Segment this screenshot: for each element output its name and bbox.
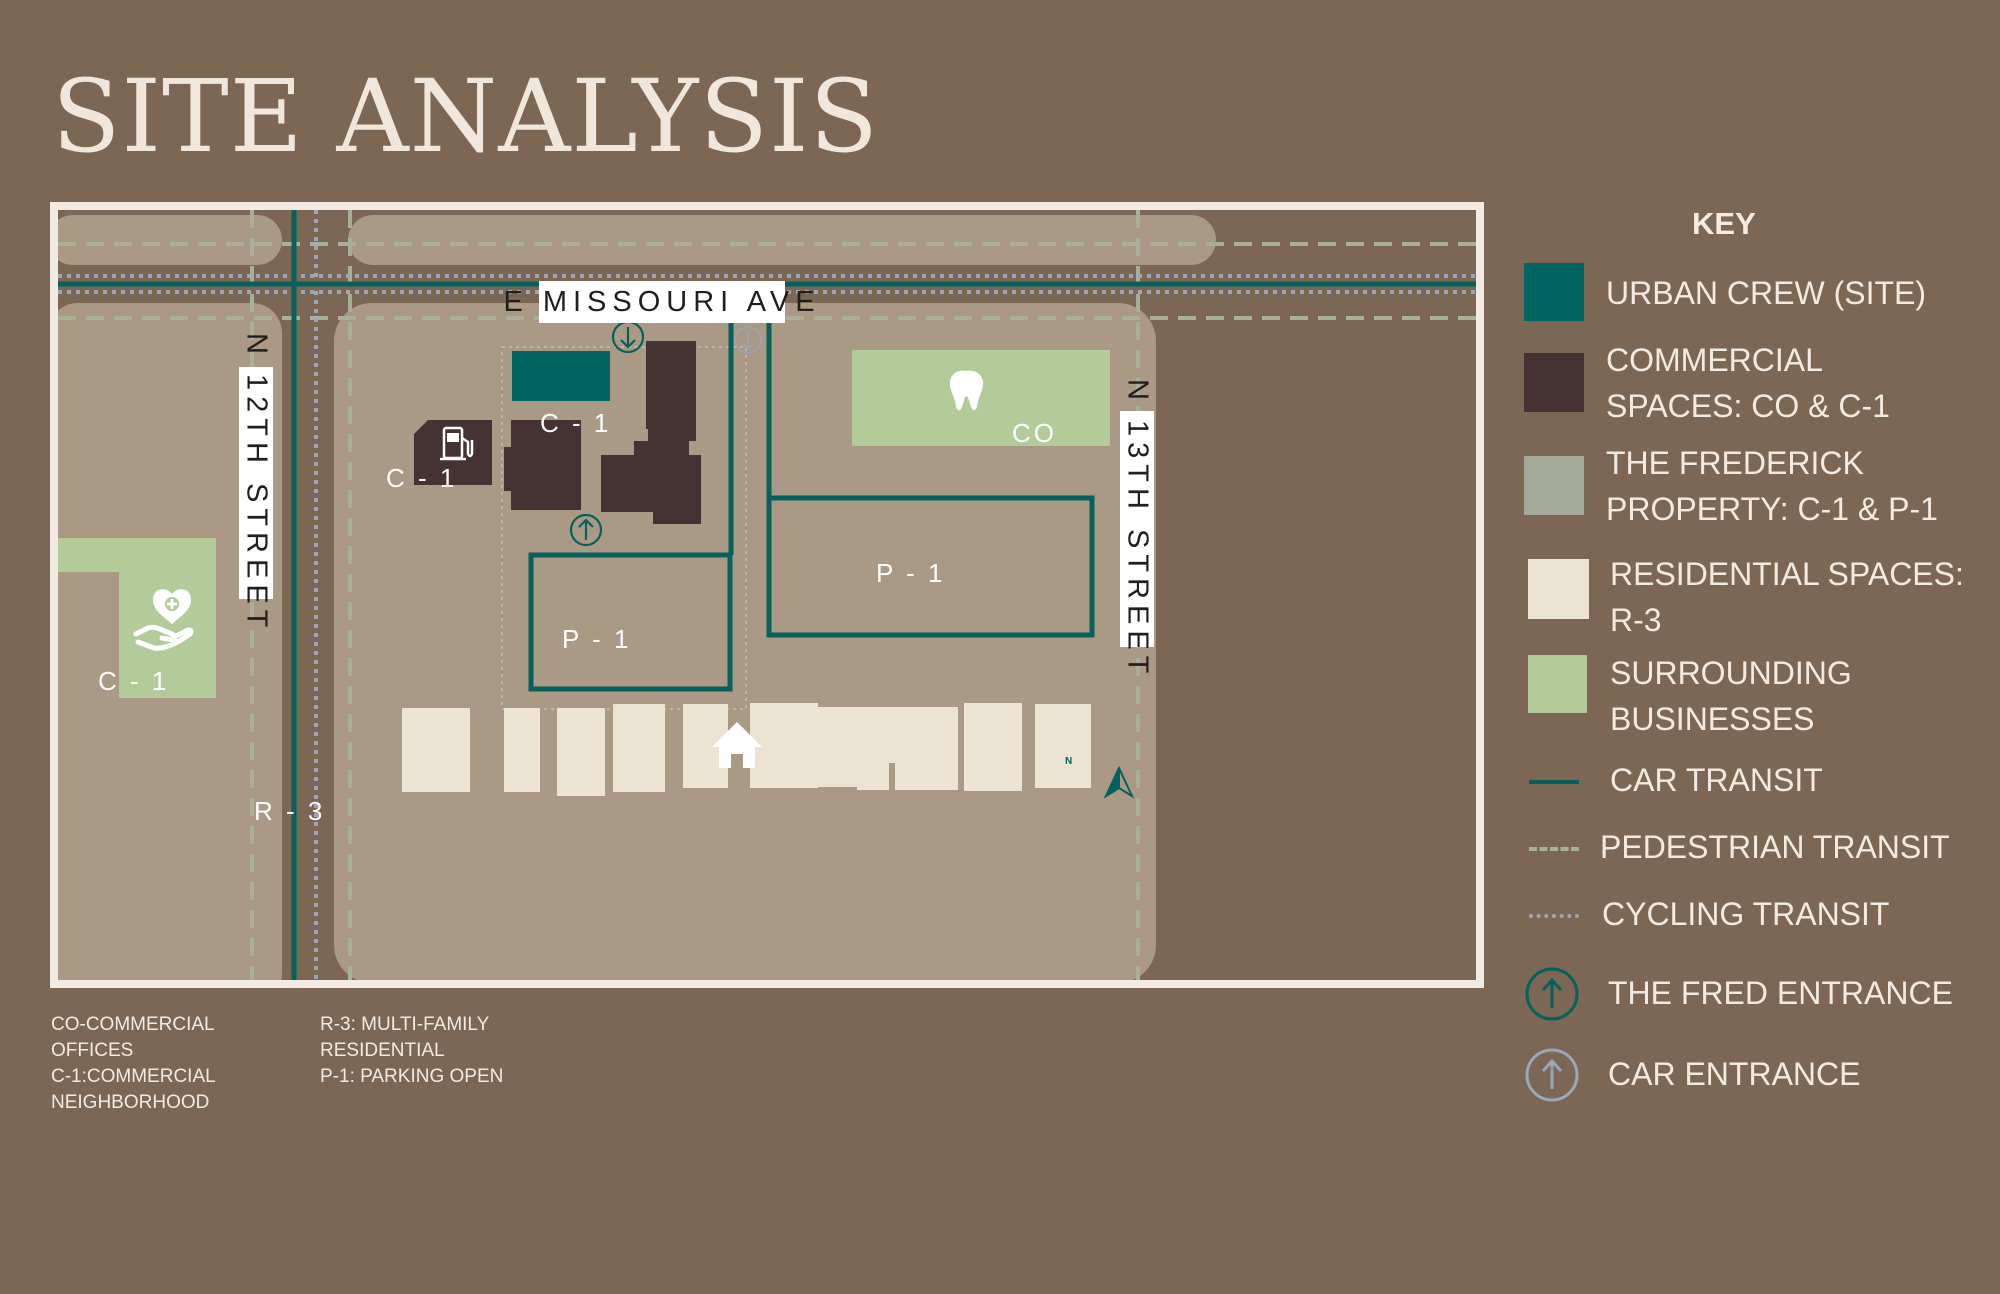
key-label-cycling-transit: CYCLING TRANSIT (1602, 896, 1890, 932)
key-line-cycling-transit (1529, 914, 1579, 918)
street-label-n-13th: N 13TH STREET (1120, 378, 1154, 680)
key-label-car-entrance: CAR ENTRANCE (1608, 1056, 1861, 1092)
north-arrow-icon (1103, 765, 1135, 799)
gas-pump-icon (440, 426, 474, 461)
compass-label: N (1065, 756, 1073, 767)
zoning-notes-right: R-3: MULTI-FAMILY RESIDENTIAL P-1: PARKI… (320, 1014, 504, 1087)
key-line-car-transit (1529, 780, 1579, 784)
key-swatch-commercial (1524, 353, 1584, 412)
label-parking-right: P - 1 (876, 558, 946, 588)
key-label-fred-entrance: THE FRED ENTRANCE (1608, 975, 1953, 1011)
key-swatch-residential (1528, 559, 1589, 619)
fred-entrance-icon (569, 513, 603, 547)
zoning-notes-left: CO-COMMERCIAL OFFICES C-1:COMMERCIAL NEI… (51, 1014, 216, 1113)
key-heading: KEY (1692, 206, 1756, 241)
street-label-e-missouri: E MISSOURI AVE (503, 281, 815, 323)
label-residential-zone: R - 3 (254, 796, 326, 826)
key-item-frederick: THE FREDERICK PROPERTY: C-1 & P-1 (1524, 440, 1984, 527)
label-commercial-zone: C - 1 (540, 408, 612, 438)
key-item-urban-crew: URBAN CREW (SITE) (1524, 263, 1984, 350)
key-label-pedestrian-transit: PEDESTRIAN TRANSIT (1600, 829, 1950, 865)
block-top-main (348, 215, 1216, 265)
key-item-car-transit: CAR TRANSIT (1524, 757, 1984, 837)
key-item-cycling-transit: CYCLING TRANSIT (1524, 891, 1984, 971)
page-title: SITE ANALYSIS (52, 58, 879, 175)
residential-buildings (402, 703, 1091, 796)
key-label-car-transit: CAR TRANSIT (1610, 762, 1823, 798)
key-swatch-frederick (1524, 456, 1584, 515)
block-top-left (58, 215, 282, 265)
key-swatch-urban-crew (1524, 263, 1584, 321)
business-office (852, 350, 1110, 446)
key-label-commercial: COMMERCIAL SPACES: CO & C-1 (1606, 342, 1890, 424)
label-office-zone: CO (1012, 418, 1057, 448)
key-item-residential: RESIDENTIAL SPACES: R-3 (1524, 551, 1984, 638)
label-gas-station-zone: C - 1 (386, 463, 458, 493)
key-item-surrounding: SURROUNDING BUSINESSES (1524, 650, 1984, 737)
house-icon (712, 722, 762, 768)
key-item-car-entrance: CAR ENTRANCE (1524, 1048, 1984, 1131)
key-item-fred-entrance: THE FRED ENTRANCE (1524, 967, 1984, 1050)
commercial-buildings (414, 341, 701, 524)
key-swatch-surrounding (1528, 655, 1587, 713)
key-label-frederick: THE FREDERICK PROPERTY: C-1 & P-1 (1606, 445, 1938, 527)
key-item-commercial: COMMERCIAL SPACES: CO & C-1 (1524, 337, 1984, 424)
urban-crew-site (512, 351, 610, 401)
car-entrance-icon (734, 326, 762, 354)
key-line-pedestrian-transit (1529, 847, 1579, 851)
key-car-entrance-icon (1525, 1048, 1579, 1102)
label-parking-center: P - 1 (562, 624, 632, 654)
business-healthcare (58, 538, 216, 698)
tooth-icon (949, 370, 984, 411)
key-label-residential: RESIDENTIAL SPACES: R-3 (1610, 556, 1964, 638)
site-map: E MISSOURI AVE N 12TH STREET N 13TH STRE… (50, 202, 1484, 988)
key-label-surrounding: SURROUNDING BUSINESSES (1610, 655, 1852, 737)
label-healthcare-zone: C - 1 (98, 666, 170, 696)
street-label-n-12th: N 12TH STREET (239, 332, 273, 634)
map-drawing (58, 210, 1476, 980)
key-label-urban-crew: URBAN CREW (SITE) (1606, 275, 1926, 311)
key-item-pedestrian-transit: PEDESTRIAN TRANSIT (1524, 824, 1984, 904)
heart-hand-icon (133, 589, 194, 651)
key-fred-entrance-icon (1525, 967, 1579, 1021)
